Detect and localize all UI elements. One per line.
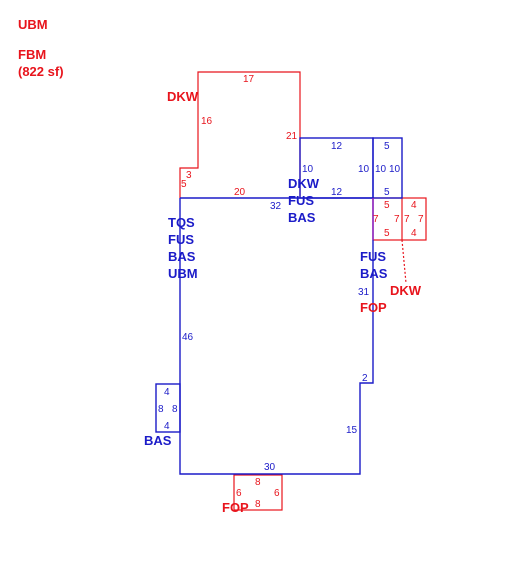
dim-rdeck-4-top: 4 [411, 200, 417, 211]
dim-top-20: 20 [234, 187, 246, 198]
dim-porch-6-right: 6 [274, 488, 280, 499]
dim-mid-10-left: 10 [302, 164, 314, 175]
right-column-outline [372, 137, 403, 199]
dim-bay-8-left: 8 [158, 404, 164, 415]
dim-rdeck-4-bottom: 4 [411, 228, 417, 239]
area-label-right-fus: FUS [360, 249, 386, 264]
dim-main-46: 46 [182, 332, 194, 343]
dim-rdeck-5-top: 5 [384, 200, 390, 211]
dim-main-30: 30 [264, 462, 276, 473]
left-bay-outline [155, 383, 181, 433]
dim-col-10-left: 10 [375, 164, 387, 175]
area-label-mid-bas: BAS [288, 210, 316, 225]
dim-bay-4-bottom: 4 [164, 421, 170, 432]
dim-top-16: 16 [201, 116, 213, 127]
area-label-main-fus: FUS [168, 232, 194, 247]
dim-main-15: 15 [346, 425, 358, 436]
main-building-outline [179, 197, 374, 475]
area-label-left-bas: BAS [144, 433, 172, 448]
dim-mid-32: 32 [270, 201, 282, 212]
dim-col-5-top: 5 [384, 141, 390, 152]
area-label-mid-fus: FUS [288, 193, 314, 208]
dim-rdeck-7-mid: 7 [394, 214, 400, 225]
dim-top-21: 21 [286, 131, 298, 142]
dim-top-5: 5 [181, 179, 187, 190]
area-label-right-dkw: DKW [390, 283, 422, 298]
dim-rdeck-5-bottom: 5 [384, 228, 390, 239]
dim-top-17: 17 [243, 74, 255, 85]
dim-mid-12-bottom: 12 [331, 187, 343, 198]
area-label-mid-dkw: DKW [288, 176, 320, 191]
area-label-right-fop: FOP [360, 300, 387, 315]
area-label-main-bas: BAS [168, 249, 196, 264]
area-label-right-bas: BAS [360, 266, 388, 281]
dim-rdeck-7-left: 7 [373, 214, 379, 225]
area-label-top-dkw: DKW [167, 89, 199, 104]
legend-code: UBM [18, 17, 48, 32]
legend-area-code: FBM [18, 47, 46, 62]
dim-porch-8-top: 8 [255, 477, 261, 488]
right-deck-connector [401, 239, 407, 284]
area-label-main-ubm: UBM [168, 266, 198, 281]
dim-top-3: 3 [186, 170, 192, 181]
bottom-porch-outline [233, 474, 283, 511]
dim-mid-12-top: 12 [331, 141, 343, 152]
dim-col-10-right: 10 [389, 164, 401, 175]
dim-main-31: 31 [358, 287, 370, 298]
top-deck-outline [179, 71, 301, 198]
area-label-main-tqs: TQS [168, 215, 195, 230]
legend-area-sf: (822 sf) [18, 64, 64, 79]
dim-rdeck-7-inner: 7 [404, 214, 410, 225]
dim-bay-8-right: 8 [172, 404, 178, 415]
dim-bay-4-top: 4 [164, 387, 170, 398]
dim-porch-8-bottom: 8 [255, 499, 261, 510]
dim-col-5-bottom: 5 [384, 187, 390, 198]
dim-mid-10-right: 10 [358, 164, 370, 175]
dim-rdeck-7-outer: 7 [418, 214, 424, 225]
dim-main-2: 2 [362, 373, 368, 384]
dim-porch-6-left: 6 [236, 488, 242, 499]
area-label-bottom-fop: FOP [222, 500, 249, 515]
